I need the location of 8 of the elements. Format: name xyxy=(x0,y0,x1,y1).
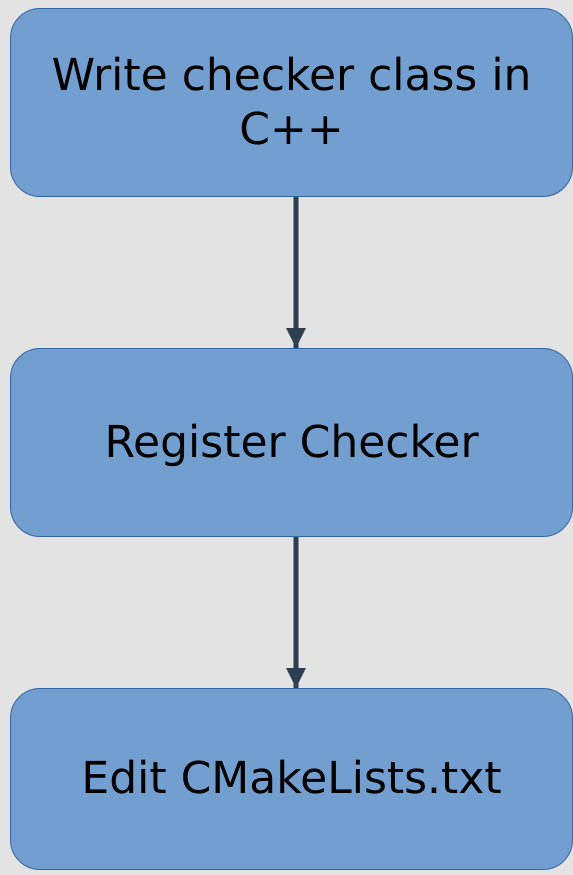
process-box xyxy=(10,8,573,197)
step-label: Register Checker xyxy=(103,416,480,470)
arrow xyxy=(286,537,306,688)
arrow xyxy=(286,197,306,348)
step-label: Edit CMakeLists.txt xyxy=(80,752,503,806)
process-box xyxy=(10,348,573,537)
process-box xyxy=(10,688,573,870)
step-label: Write checker class in C++ xyxy=(50,48,532,156)
